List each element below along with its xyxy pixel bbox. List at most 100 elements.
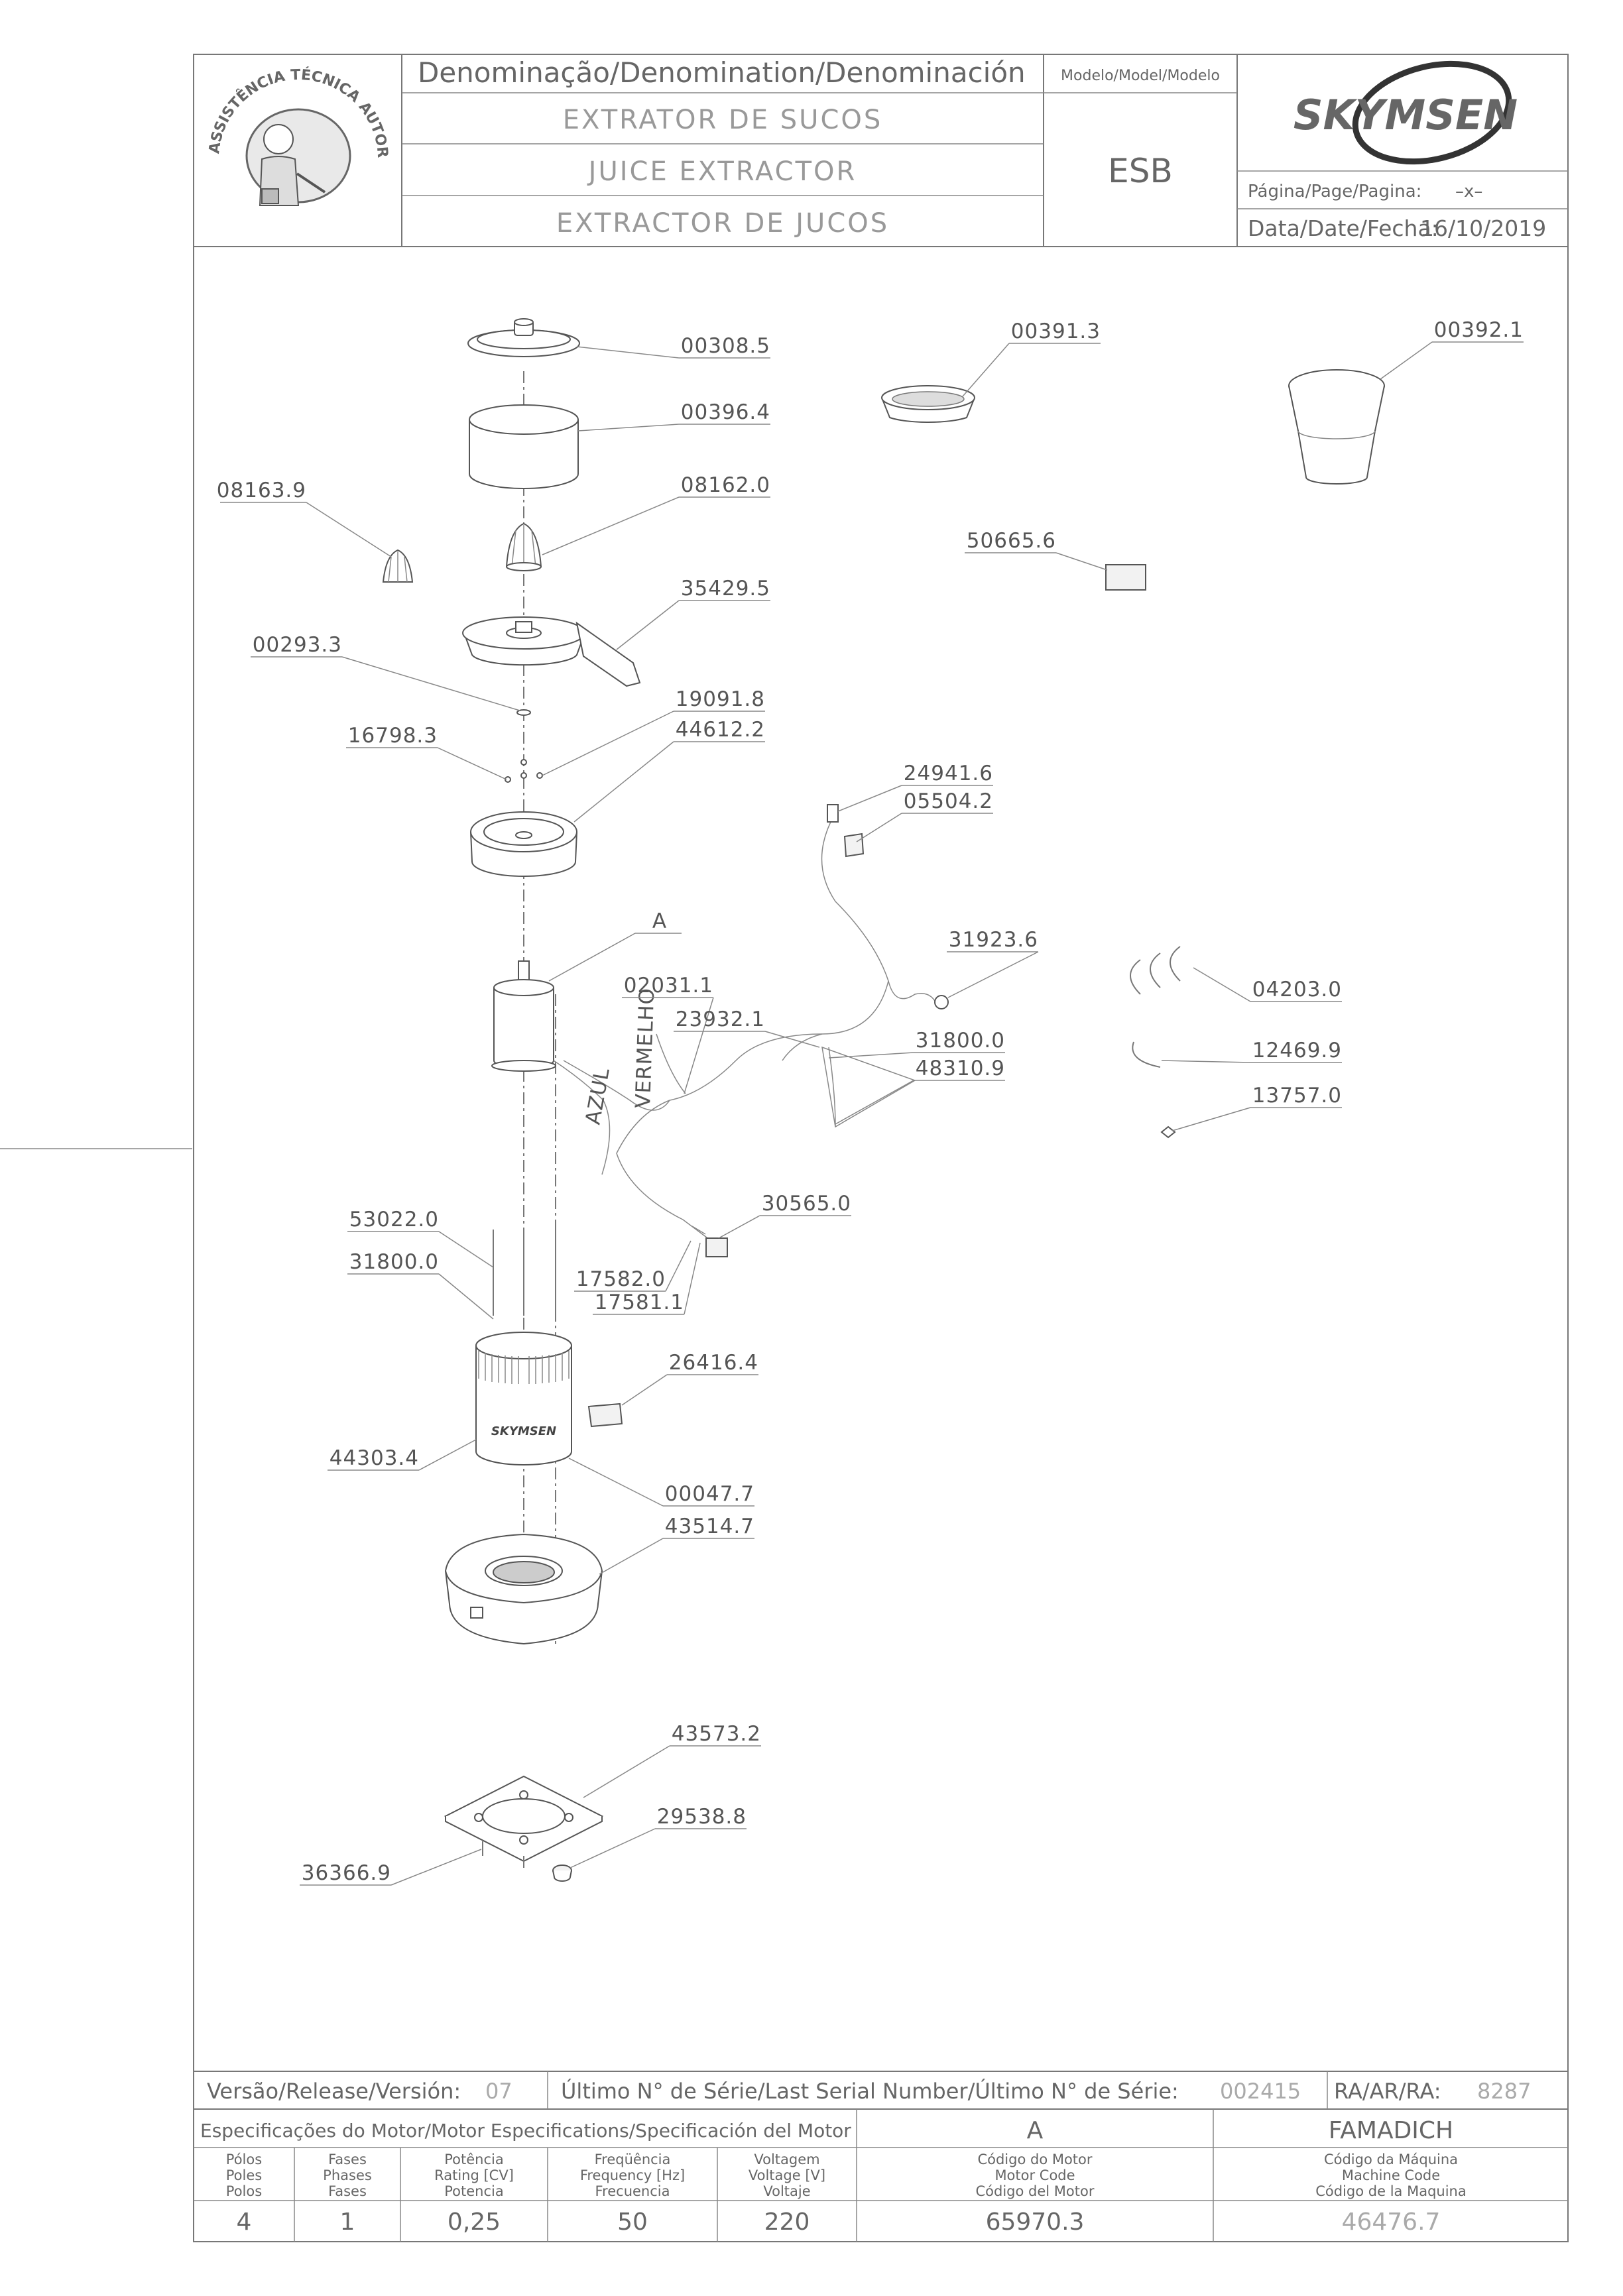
housing-brand-mark: SKYMSEN	[491, 1424, 556, 1438]
spec-header-line: Potência	[444, 2152, 503, 2167]
spec-value: 50	[617, 2209, 648, 2236]
callout-leader	[665, 1240, 691, 1292]
callout-leader	[621, 1374, 668, 1406]
part-number-label: 12469.9	[1252, 1039, 1342, 1062]
callout-leader	[573, 741, 674, 823]
spec-value: 46476.7	[1342, 2209, 1441, 2236]
part-number-label: 31923.6	[949, 928, 1038, 952]
strain-relief-part	[934, 995, 949, 1009]
model-label: Modelo/Model/Modelo	[1061, 68, 1220, 84]
sticker-part	[587, 1403, 623, 1428]
cone-large-part	[505, 522, 542, 571]
juice-cup-part	[1288, 369, 1385, 485]
part-number-label: 17582.0	[576, 1267, 666, 1291]
part-number-label: 00392.1	[1434, 318, 1524, 342]
spec-header-line: Rating [CV]	[434, 2167, 514, 2183]
callout-leader	[437, 747, 507, 780]
rating-plate-part	[1105, 564, 1146, 591]
part-number-label: 19091.8	[676, 687, 765, 711]
spec-header-line: Poles	[226, 2167, 262, 2183]
pulp-cylinder-part	[469, 404, 579, 489]
motor-maker: FAMADICH	[1329, 2117, 1453, 2144]
part-number-label: 00293.3	[253, 633, 342, 657]
spec-header-line: Freqüência	[595, 2152, 671, 2167]
ra-label: RA/AR/RA:	[1334, 2079, 1441, 2104]
spec-value: 1	[340, 2209, 355, 2236]
spec-header-line: Pólos	[226, 2152, 262, 2167]
callout-leader	[542, 711, 674, 776]
brand-wordmark: SKYMSEN	[1293, 91, 1518, 139]
serial-label: Último N° de Série/Last Serial Number/Úl…	[561, 2078, 1179, 2104]
spec-columns: PólosPolesPolos4FasesPhasesFases1Potênci…	[226, 2152, 1467, 2236]
motor-cover-part	[470, 811, 577, 877]
spec-value: 220	[764, 2209, 810, 2236]
callout-leader	[837, 785, 902, 812]
part-number-label: 17581.1	[595, 1291, 684, 1314]
wire-label-blue: AZUL	[581, 1066, 614, 1126]
tie-rods-part	[493, 1230, 556, 1316]
rubber-foot-part	[552, 1865, 572, 1882]
part-number-label: 53022.0	[349, 1208, 439, 1232]
title-block	[194, 54, 1568, 247]
spec-header-line: Código del Motor	[976, 2183, 1095, 2199]
part-number-label: 36366.9	[302, 1861, 391, 1885]
callout-leader	[306, 502, 392, 557]
motor-part	[491, 960, 556, 1072]
part-number-label: 29538.8	[657, 1805, 747, 1829]
washer-part	[516, 709, 531, 716]
spec-value: 65970.3	[986, 2209, 1085, 2236]
callout-leader	[856, 813, 902, 842]
base-screws-part	[482, 1841, 524, 1868]
part-callouts: 00308.500396.408162.008163.935429.500293…	[217, 318, 1524, 1886]
spec-header-line: Frecuencia	[595, 2183, 670, 2199]
callout-leader	[568, 1458, 664, 1507]
part-number-label: 00308.5	[681, 334, 770, 358]
callout-leader	[583, 1745, 670, 1798]
drawing-frame	[193, 54, 1569, 2242]
callout-leader	[438, 1273, 494, 1320]
part-number-label: 16798.3	[348, 724, 438, 748]
wire-label-red: VERMELHO	[631, 987, 659, 1108]
detail-a-label: A	[652, 909, 667, 933]
part-number-label: 31800.0	[349, 1250, 439, 1274]
spec-header-line: Fases	[328, 2152, 367, 2167]
callout-leader	[684, 1242, 701, 1315]
part-number-label: 24941.6	[904, 762, 993, 785]
spec-header-line: Phases	[323, 2167, 372, 2183]
callout-leader	[341, 656, 520, 711]
callout-leader	[962, 343, 1010, 397]
part-number-label: 02031.1	[624, 974, 713, 998]
callout-leader	[718, 1215, 760, 1239]
plug-part	[827, 804, 839, 823]
part-number-label: 23932.1	[676, 1007, 765, 1031]
callout-leader	[576, 346, 680, 359]
spec-header-line: Voltage [V]	[749, 2167, 825, 2183]
spec-header-line: Machine Code	[1342, 2167, 1440, 2183]
spec-header-line: Motor Code	[994, 2167, 1075, 2183]
callout-leader	[616, 600, 680, 650]
callout-leader	[438, 1231, 494, 1268]
callout-leader	[1172, 1107, 1251, 1131]
callout-leader	[947, 951, 1039, 998]
callout-leader	[1161, 1060, 1251, 1063]
part-number-label: 00391.3	[1011, 319, 1101, 343]
page-value: –x–	[1455, 182, 1482, 201]
cone-small-part	[382, 549, 414, 583]
authorized-service-seal: ASSISTÊNCIA TÉCNICA AUTORIZADA	[0, 0, 391, 206]
page-label: Página/Page/Pagina:	[1248, 182, 1421, 201]
date-value: 16/10/2019	[1420, 215, 1546, 241]
callout-leader	[1193, 967, 1251, 1002]
part-number-label: 13757.0	[1252, 1084, 1342, 1108]
spec-header-line: Fases	[328, 2183, 367, 2199]
spec-value: 4	[237, 2209, 252, 2236]
part-number-label: 26416.4	[669, 1351, 758, 1375]
juice-tray-part	[462, 616, 641, 687]
callout-leader	[1055, 552, 1108, 571]
version-value: 07	[485, 2079, 512, 2104]
spec-table	[194, 2071, 1568, 2242]
name-en: JUICE EXTRACTOR	[587, 156, 857, 187]
part-number-label: 04203.0	[1252, 978, 1342, 1002]
ra-value: 8287	[1477, 2079, 1531, 2104]
name-es: EXTRACTOR DE JUCOS	[556, 208, 889, 239]
callout-leader	[828, 1052, 914, 1059]
